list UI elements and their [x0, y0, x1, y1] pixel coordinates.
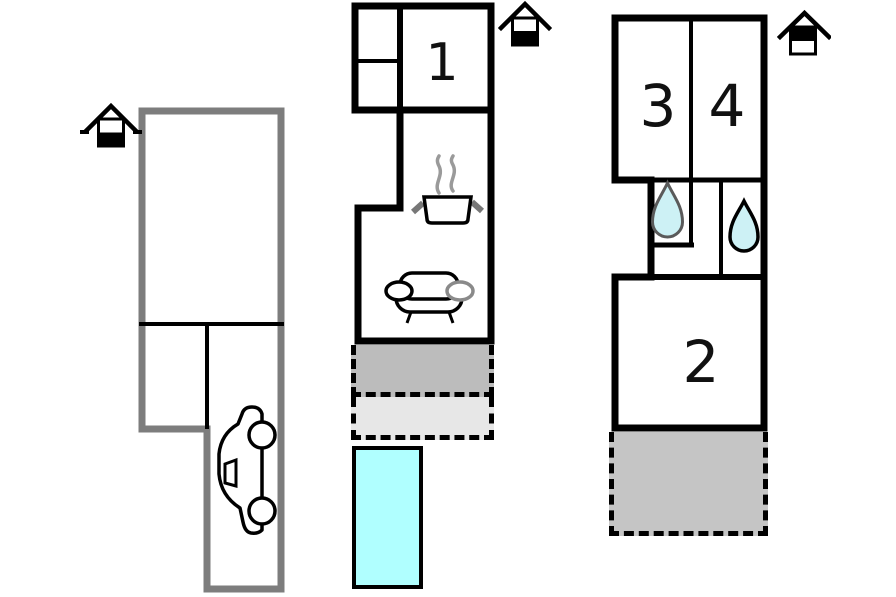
upper-floor-icon — [777, 9, 831, 56]
room-1-label: 1 — [425, 33, 459, 93]
water-drop-icon-2 — [728, 197, 760, 253]
room-3-label: 3 — [639, 72, 677, 140]
garage-building-outline — [138, 107, 285, 593]
swimming-pool — [352, 446, 423, 589]
ground-floor-icon — [498, 0, 552, 47]
pot-handle-right — [469, 199, 485, 214]
pot-handle-left — [410, 200, 426, 215]
sofa-armrest-left — [384, 280, 414, 302]
kitchen-pot-icon — [410, 154, 485, 225]
terrace-covered — [351, 345, 494, 397]
main-building-upper-floor — [611, 14, 768, 432]
main-building-ground-floor — [351, 2, 495, 345]
terrace-open — [351, 397, 494, 440]
surroundings-level-icon — [80, 102, 142, 148]
steam-line-1 — [435, 154, 443, 195]
terrace-upper-unit — [609, 432, 768, 536]
car-icon — [217, 405, 277, 535]
sofa-armrest-right — [445, 280, 475, 302]
steam-line-2 — [449, 154, 457, 193]
sofa-icon — [384, 271, 475, 324]
water-drop-icon-1 — [650, 179, 685, 239]
room-4-label: 4 — [708, 72, 746, 140]
room-2-label: 2 — [682, 328, 720, 396]
